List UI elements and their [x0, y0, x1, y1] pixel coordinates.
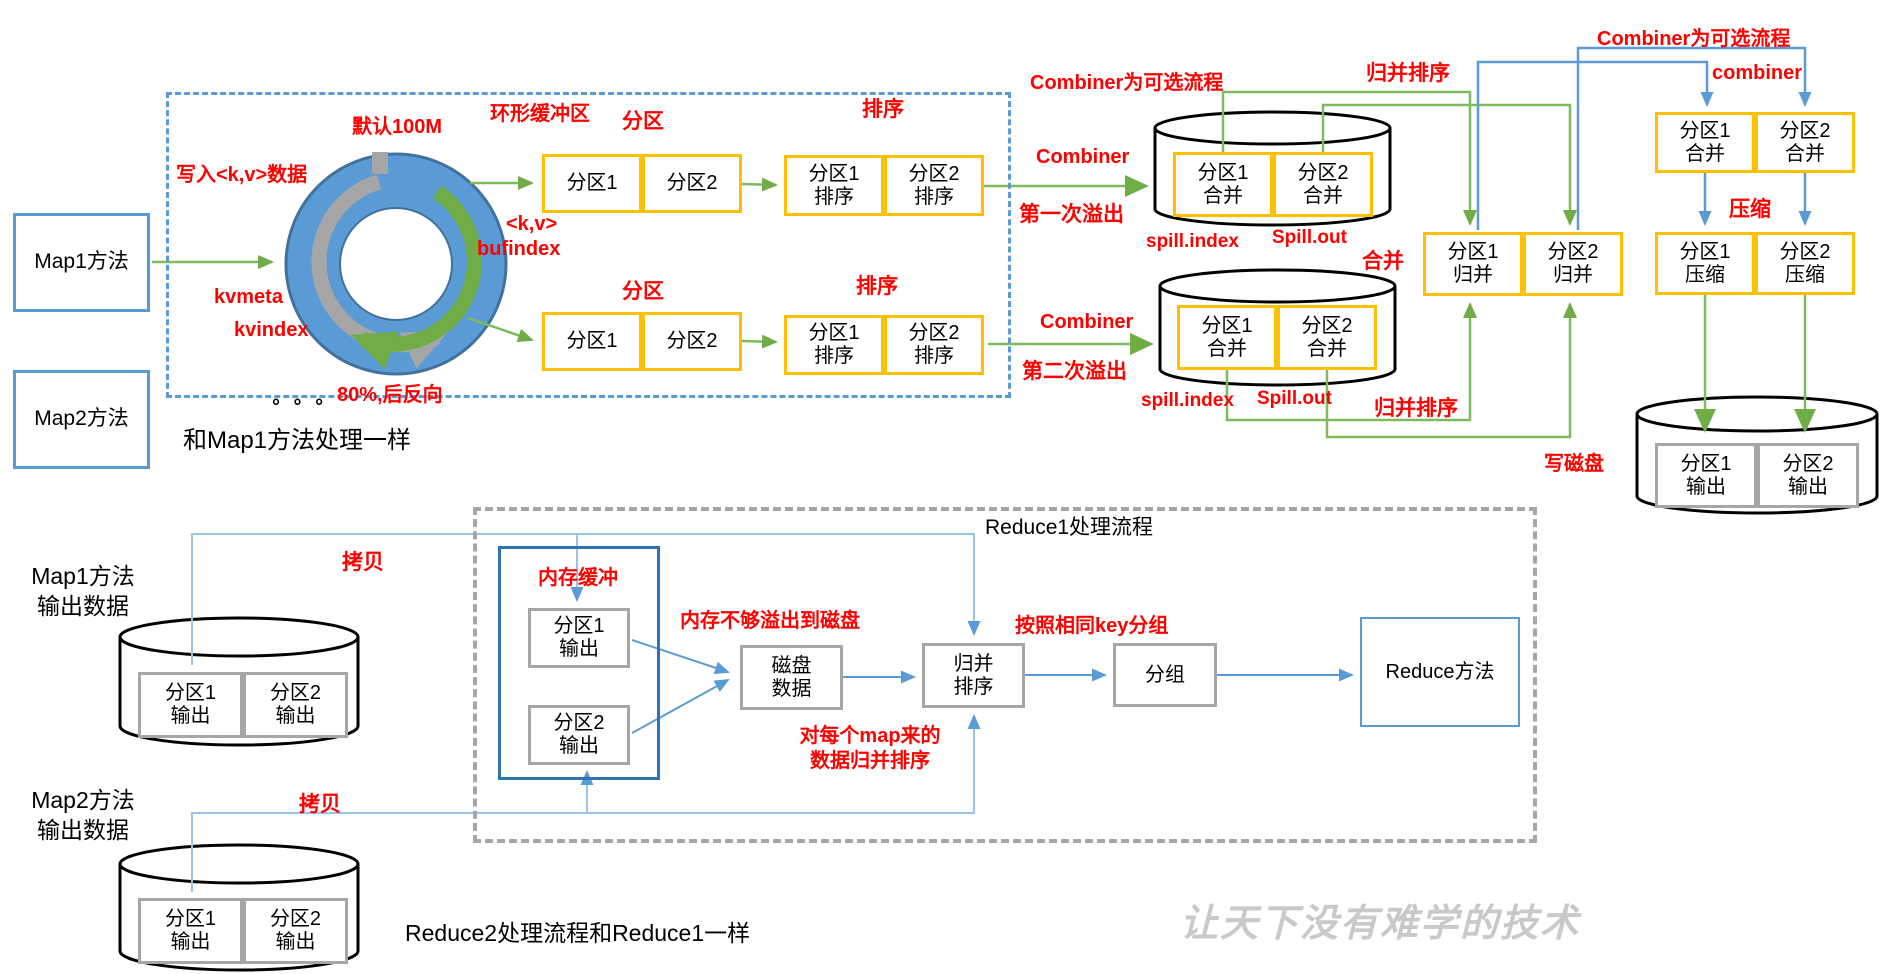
combiner-label-2: Combiner: [1040, 311, 1134, 333]
merge-label: 合并: [1362, 250, 1404, 273]
combiner-label-1: Combiner: [1036, 146, 1130, 168]
threshold-label: 80%,后反向: [337, 384, 443, 406]
partition-label-2: 分区: [622, 280, 664, 303]
ring-start-marker: [372, 152, 388, 174]
map2-method-box: Map2方法: [13, 370, 150, 469]
spill-to-disk-label: 内存不够溢出到磁盘: [680, 610, 860, 632]
merge-sort-label-top: 归并排序: [1366, 62, 1450, 85]
partition-box: 分区2: [642, 154, 742, 213]
spill-index-label-1: spill.index: [1146, 231, 1239, 252]
reduce1-dashed-container: [473, 507, 1537, 843]
first-spill-label: 第一次溢出: [1019, 203, 1124, 226]
partition-box: 分区2: [642, 312, 742, 371]
reduce1-title: Reduce1处理流程: [985, 516, 1154, 539]
ring-name-label: 环形缓冲区: [490, 103, 590, 125]
write-kv-label: 写入<k,v>数据: [176, 164, 308, 186]
reduce-method-box: Reduce方法: [1360, 617, 1520, 727]
spill-out-label-1: Spill.out: [1272, 227, 1347, 248]
merge-sort-label-bottom: 归并排序: [1374, 397, 1458, 420]
same-as-map1-note: 和Map1方法处理一样: [183, 427, 412, 454]
blue-combiner-lines: [1476, 46, 1812, 230]
reduce-flow-lines: [631, 639, 1354, 734]
disk-data-box: 磁盘数据: [740, 645, 843, 710]
kvindex-label: kvindex: [234, 319, 309, 341]
map-shuffle-dashed-container: [166, 92, 1011, 398]
watermark: 让天下没有难学的技术: [1180, 900, 1581, 945]
green-flow-lines: [152, 90, 1816, 439]
combiner-optional-label-1: Combiner为可选流程: [1030, 72, 1224, 94]
memory-buffer-container: [498, 546, 660, 780]
bufindex-label: bufindex: [477, 238, 561, 260]
ring-buffer: [284, 152, 508, 376]
ellipsis-dots: ° ° °: [272, 396, 328, 418]
copy-label-1: 拷贝: [342, 551, 384, 574]
kvmeta-label: kvmeta: [214, 286, 283, 308]
partition-box: 分区1: [542, 154, 642, 213]
ring-capacity-label: 默认100M: [352, 116, 443, 138]
copy-label-2: 拷贝: [299, 793, 341, 816]
group-by-key-label: 按照相同key分组: [1015, 615, 1169, 637]
per-map-merge-label: 对每个map来的 数据归并排序: [799, 725, 941, 772]
partition-label-1: 分区: [622, 110, 664, 133]
map2-output-label: Map2方法 输出数据: [31, 787, 135, 843]
map1-method-box: Map1方法: [13, 213, 150, 312]
combiner-optional-label-2: Combiner为可选流程: [1597, 28, 1791, 50]
spill-out-label-2: Spill.out: [1257, 388, 1332, 409]
sort-label-2: 排序: [856, 275, 898, 298]
group-box: 分组: [1113, 643, 1217, 707]
second-spill-label: 第二次溢出: [1022, 360, 1127, 383]
kv-label: <k,v>: [506, 213, 558, 235]
copy-lines: [191, 533, 981, 892]
map1-output-label: Map1方法 输出数据: [31, 563, 135, 619]
write-disk-label: 写磁盘: [1544, 453, 1604, 475]
sort-label-1: 排序: [862, 98, 904, 121]
combiner-lowercase-label: combiner: [1712, 62, 1803, 84]
compress-label: 压缩: [1729, 198, 1771, 221]
reduce2-note: Reduce2处理流程和Reduce1一样: [405, 920, 751, 946]
merge-sort-box: 归并排序: [922, 643, 1025, 708]
spill-index-label-2: spill.index: [1141, 390, 1234, 411]
partition-box: 分区1: [542, 312, 642, 371]
mem-buffer-label: 内存缓冲: [538, 567, 618, 589]
